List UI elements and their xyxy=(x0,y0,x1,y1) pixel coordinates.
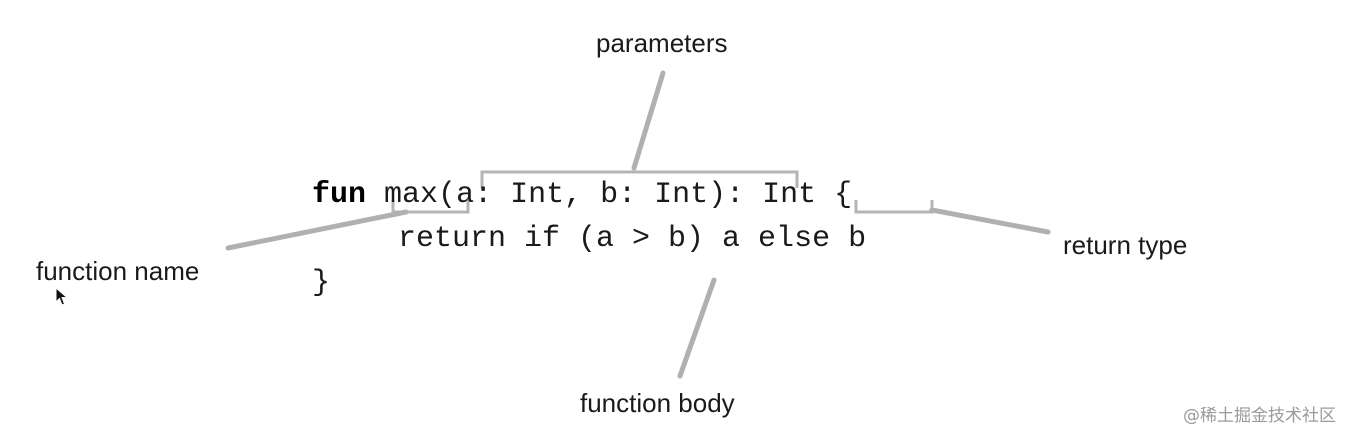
function-name-token: max xyxy=(384,178,439,212)
code-line-close: } xyxy=(312,266,331,300)
watermark-text: @稀土掘金技术社区 xyxy=(1183,406,1336,426)
fun-keyword: fun xyxy=(312,178,367,212)
function-body-leader xyxy=(677,277,717,379)
return-type-leader xyxy=(929,207,1051,235)
return-type-bracket xyxy=(854,200,934,214)
function-name-leader xyxy=(225,209,409,251)
open-brace-token: { xyxy=(816,178,853,212)
function-name-label: function name xyxy=(36,256,200,286)
parameters-leader xyxy=(631,70,666,171)
parameters-bracket xyxy=(480,170,799,188)
code-line-body: return if (a > b) a else b xyxy=(398,222,867,256)
parameters-token: a: Int, b: Int xyxy=(456,178,709,212)
code-line-signature: fun max(a: Int, b: Int): Int { xyxy=(312,180,852,210)
function-body-label: function body xyxy=(580,388,735,418)
return-type-label: return type xyxy=(1063,230,1188,260)
mouse-cursor-icon xyxy=(55,287,69,306)
parameters-label: parameters xyxy=(596,28,728,58)
open-paren-token: ( xyxy=(438,178,457,212)
return-type-token: Int xyxy=(762,178,817,212)
function-name-bracket xyxy=(391,200,470,214)
close-paren-colon-token: ): xyxy=(708,178,763,212)
